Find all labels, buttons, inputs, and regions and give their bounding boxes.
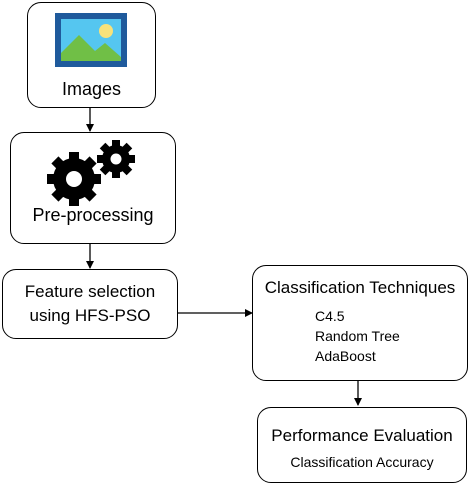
classification-item: C4.5 bbox=[315, 308, 345, 324]
classification-item: Random Tree bbox=[315, 328, 400, 344]
images-label: Images bbox=[61, 79, 122, 99]
preprocessing-node: Pre-processing bbox=[10, 132, 176, 244]
feature-selection-line2: using HFS-PSO bbox=[29, 306, 151, 325]
classification-item: AdaBoost bbox=[315, 348, 376, 364]
classification-title: Classification Techniques bbox=[264, 278, 456, 297]
performance-title: Performance Evaluation bbox=[271, 426, 453, 445]
performance-subtitle: Classification Accuracy bbox=[290, 454, 434, 470]
feature-selection-node: Feature selection using HFS-PSO bbox=[2, 269, 178, 339]
images-node: Images bbox=[27, 2, 156, 108]
image-icon bbox=[55, 13, 127, 67]
feature-selection-line1: Feature selection bbox=[24, 282, 156, 301]
performance-node: Performance Evaluation Classification Ac… bbox=[257, 407, 467, 483]
classification-node: Classification Techniques C4.5 Random Tr… bbox=[252, 265, 468, 381]
preprocessing-label: Pre-processing bbox=[32, 205, 154, 225]
gears-icon bbox=[47, 140, 135, 206]
